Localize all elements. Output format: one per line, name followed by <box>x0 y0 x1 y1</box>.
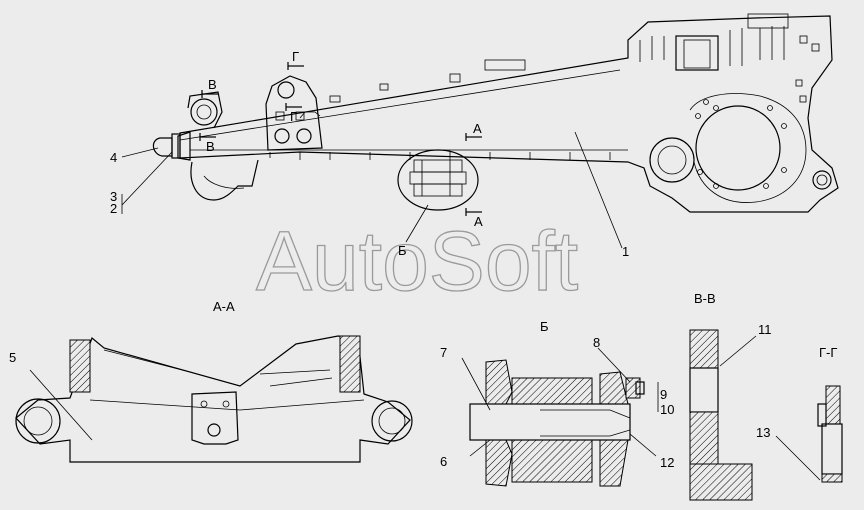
view-mark-v-top: В <box>208 77 217 92</box>
section-aa-view <box>15 335 413 463</box>
view-mark-a-top: А <box>473 121 482 136</box>
section-title-gg: Г-Г <box>819 345 837 360</box>
callout-7: 7 <box>440 345 447 360</box>
view-mark-b: Б <box>398 243 407 258</box>
section-title-aa: А-А <box>213 299 235 314</box>
section-vv-view <box>689 329 757 501</box>
section-b-view <box>461 347 659 487</box>
callout-3: 3 <box>110 189 117 204</box>
view-mark-v-bottom: В <box>206 139 215 154</box>
callout-9: 9 <box>660 387 667 402</box>
section-title-vv: В-В <box>694 291 716 306</box>
watermark-text: AutoSoft <box>256 214 578 308</box>
callout-4: 4 <box>110 150 117 165</box>
view-mark-g-bottom: Г <box>290 109 297 124</box>
callout-5: 5 <box>9 350 16 365</box>
view-mark-g-top: Г <box>292 49 299 64</box>
callout-10: 10 <box>660 402 674 417</box>
callout-12: 12 <box>660 455 674 470</box>
callout-2: 2 <box>110 201 117 216</box>
section-title-b: Б <box>540 319 549 334</box>
callout-8: 8 <box>593 335 600 350</box>
boom-main-view <box>121 13 839 249</box>
callout-13: 13 <box>756 425 770 440</box>
callout-11: 11 <box>758 322 772 337</box>
section-gg-view <box>775 385 843 483</box>
callout-1: 1 <box>622 244 629 259</box>
callout-6: 6 <box>440 454 447 469</box>
view-mark-a-bottom: А <box>474 214 483 229</box>
